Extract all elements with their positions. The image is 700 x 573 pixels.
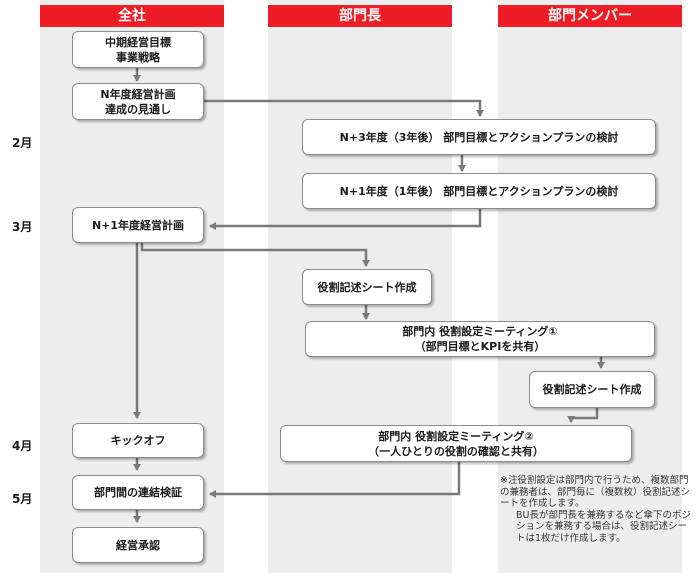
box-role-sheet-head: 役割記述シート作成 <box>302 269 432 305</box>
meeting1-line-1: 部門内 役割設定ミーティング① <box>402 325 558 338</box>
box-n-year-plan: N年度経営計画 達成の見通し <box>72 83 204 120</box>
box-n1-goals: N+1年度（1年後） 部門目標とアクションプランの検討 <box>302 173 656 209</box>
n3-goals-label: N+3年度（3年後） 部門目標とアクションプランの検討 <box>339 130 619 144</box>
kickoff-label: キックオフ <box>110 434 166 447</box>
arrow-nplan-to-n3 <box>204 99 484 117</box>
box-role-sheet-member: 役割記述シート作成 <box>529 371 655 408</box>
role-sheet-head-label: 役割記述シート作成 <box>317 280 417 294</box>
box-meeting-2: 部門内 役割設定ミーティング② （一人ひとりの役割の確認と共有） <box>280 425 632 462</box>
box-midterm-goals: 中期経営目標 事業戦略 <box>72 31 204 68</box>
midterm-line-1: 中期経営目標 <box>105 35 171 49</box>
role-sheet-member-label: 役割記述シート作成 <box>542 383 642 396</box>
box-n3-goals: N+3年度（3年後） 部門目標とアクションプランの検討 <box>302 119 656 155</box>
box-kickoff: キックオフ <box>72 423 204 458</box>
arrow-n1plan-to-rolesheet <box>140 243 370 267</box>
lane-dept-member <box>498 0 682 573</box>
meeting2-line-2: （一人ひとりの役割の確認と共有） <box>368 444 544 458</box>
lane-header-dept-member: 部門メンバー <box>498 5 682 27</box>
nplan-line-1: N年度経営計画 <box>100 87 176 101</box>
meeting2-line-1: 部門内 役割設定ミーティング② <box>378 429 534 443</box>
month-label-may: 5月 <box>12 492 33 506</box>
approval-label: 経営承認 <box>116 538 160 552</box>
meeting1-line-2: （部門目標とKPIを共有） <box>414 340 546 353</box>
n1-goals-label: N+1年度（1年後） 部門目標とアクションプランの検討 <box>339 184 619 198</box>
arrow-member-sheet-to-meeting2 <box>567 408 599 423</box>
lane-header-company: 全社 <box>40 5 224 27</box>
month-label-mar: 3月 <box>12 220 33 234</box>
box-dept-verification: 部門間の連結検証 <box>72 475 204 510</box>
month-label-apr: 4月 <box>12 439 33 453</box>
arrow-n1-to-n1plan <box>209 209 482 230</box>
box-n1-year-plan: N+1年度経営計画 <box>72 207 204 243</box>
footnote-paragraph-1: ※注役割設定は部門内で行うため、複数部門の兼務者は、部門毎に（複数枚）役割記述シ… <box>500 475 691 509</box>
box-management-approval: 経営承認 <box>72 527 204 563</box>
footnote: ※注役割設定は部門内で行うため、複数部門の兼務者は、部門毎に（複数枚）役割記述シ… <box>500 475 696 544</box>
footnote-paragraph-2: BU長が部門長を兼務するなど傘下のポジションを兼務する場合は、役割記述シートは1… <box>516 509 691 544</box>
lane-header-dept-head: 部門長 <box>268 5 452 27</box>
nplan-line-2: 達成の見通し <box>105 102 171 116</box>
verification-label: 部門間の連結検証 <box>94 486 182 499</box>
midterm-line-2: 事業戦略 <box>116 50 160 64</box>
arrow-meeting2-to-verification <box>209 462 461 498</box>
box-meeting-1: 部門内 役割設定ミーティング① （部門目標とKPIを共有） <box>305 321 655 357</box>
n1plan-label: N+1年度経営計画 <box>91 218 185 232</box>
month-label-feb: 2月 <box>12 136 33 150</box>
